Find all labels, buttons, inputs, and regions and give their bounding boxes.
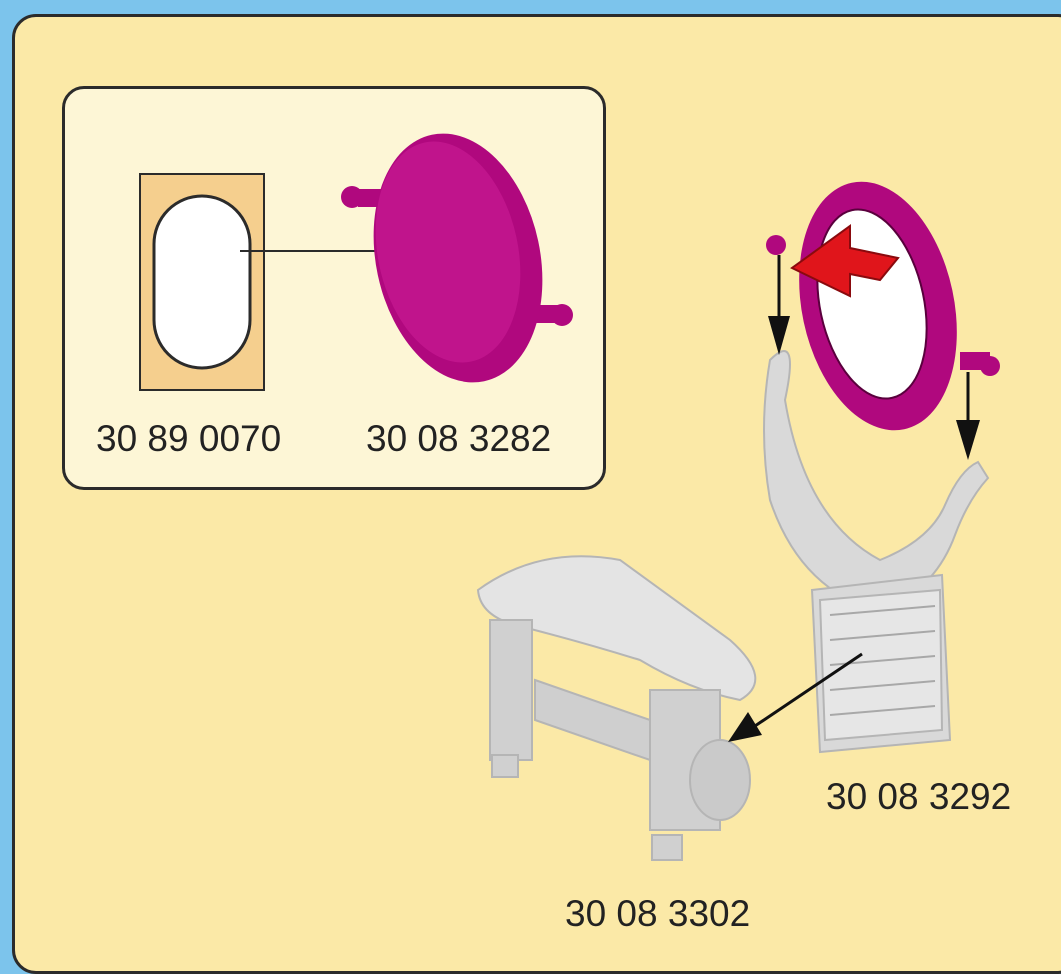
table-part: [478, 556, 755, 860]
sticker-part: [140, 174, 264, 390]
mirror-stand-part-label: 30 08 3292: [826, 776, 1011, 818]
mirror-assembly: [766, 167, 1000, 445]
sticker-part-label: 30 89 0070: [96, 418, 281, 460]
mirror-frame-part: [341, 118, 573, 399]
table-part-label: 30 08 3302: [565, 893, 750, 935]
mirror-frame-part-label: 30 08 3282: [366, 418, 551, 460]
down-arrow-icon: [956, 372, 980, 460]
down-arrow-icon: [768, 255, 790, 355]
